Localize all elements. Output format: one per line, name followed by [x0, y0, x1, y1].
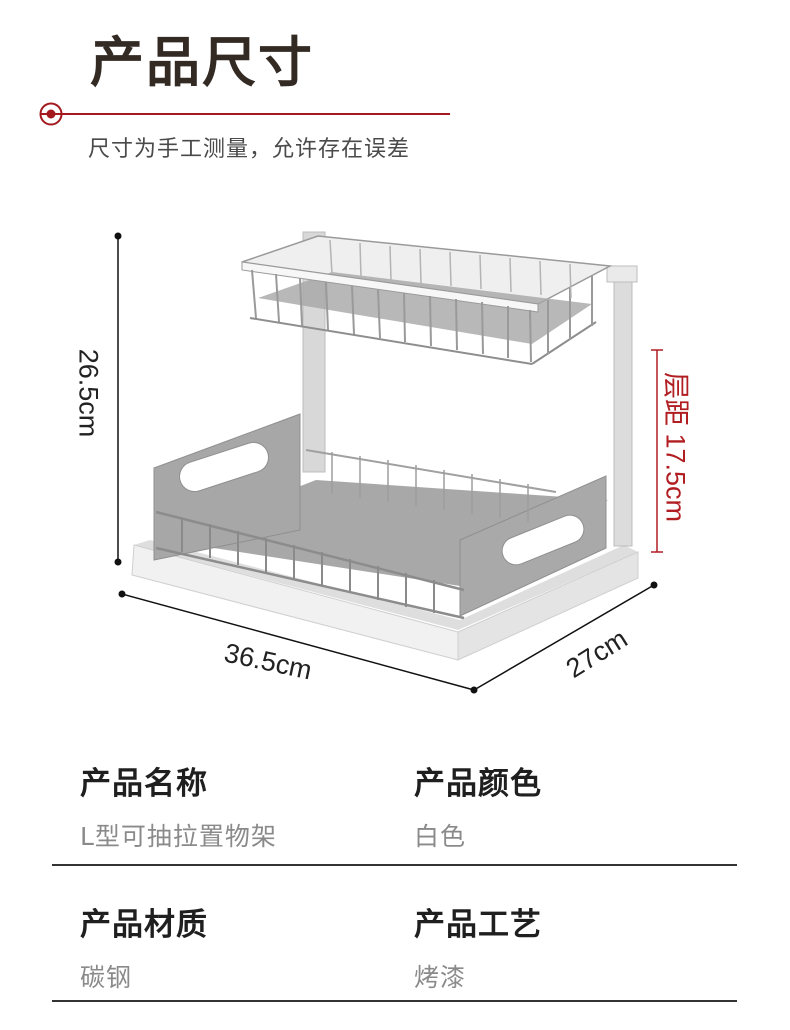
spec-product-name: 产品名称 L型可抽拉置物架 [80, 758, 277, 853]
spec-label: 产品颜色 [414, 766, 542, 802]
spec-label: 产品名称 [80, 766, 208, 802]
lower-basket [153, 413, 608, 620]
title-underline [40, 113, 450, 115]
spec-value: L型可抽拉置物架 [80, 822, 277, 851]
spec-value: 碳钢 [80, 963, 133, 992]
height-dimension-line [114, 232, 122, 566]
upper-basket [241, 235, 613, 365]
page-title: 产品尺寸 [90, 31, 314, 94]
spec-value: 烤漆 [414, 963, 467, 992]
spec-product-color: 产品颜色 白色 [414, 758, 542, 853]
spec-label: 产品工艺 [414, 907, 542, 943]
height-label: 26.5cm [73, 348, 104, 438]
divider [52, 864, 737, 866]
spec-value: 白色 [414, 822, 467, 851]
depth-dimension-line [473, 581, 658, 691]
spec-product-process: 产品工艺 烤漆 [414, 899, 542, 994]
page-subtitle: 尺寸为手工测量，允许存在误差 [88, 137, 411, 162]
spec-label: 产品材质 [80, 907, 208, 943]
product-illustration [114, 231, 663, 694]
layer-distance-label: 层距 17.5cm [660, 371, 691, 523]
spec-product-material: 产品材质 碳钢 [80, 899, 208, 994]
layer-distance-line [651, 349, 663, 553]
divider [52, 1000, 737, 1002]
